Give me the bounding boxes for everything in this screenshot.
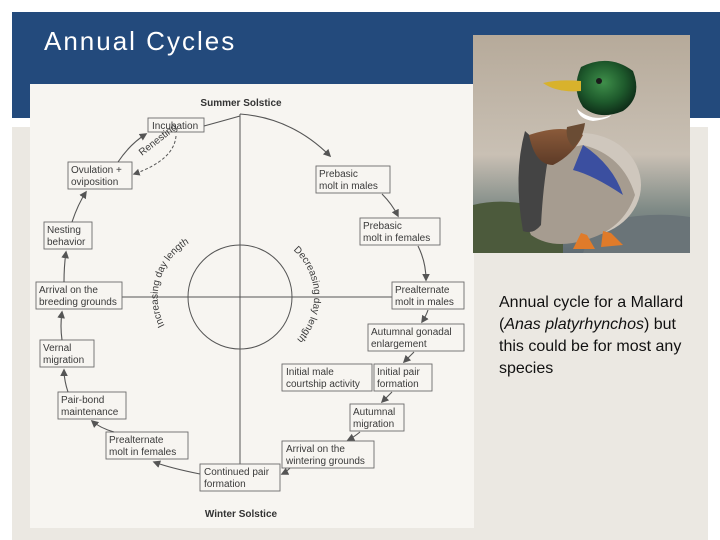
stage-continued-line2: formation	[204, 479, 246, 490]
stage-nesting-line2: behavior	[47, 237, 86, 248]
stage-prebasic-females-line2: molt in females	[363, 233, 430, 244]
arrow-to-continued-pair	[280, 467, 291, 475]
stage-prebasic-males-line1: Prebasic	[319, 169, 358, 180]
decreasing-day-length-label: Decreasing day length	[291, 244, 322, 345]
photo-caption: Annual cycle for a Mallard (Anas platyrh…	[499, 292, 689, 380]
arrow-to-prealternate-males	[417, 245, 430, 282]
annual-cycle-diagram: Summer Solstice Winter Solstice Increasi…	[30, 84, 474, 528]
stage-arrival-breeding-line1: Arrival on the	[39, 285, 98, 296]
stage-box-prealternate-males	[391, 281, 465, 310]
stage-box-ovulation	[67, 161, 133, 190]
increasing-day-length-label: Increasing day length	[150, 236, 191, 329]
stage-prealt-females-line2: molt in females	[109, 447, 176, 458]
stage-prealt-males-line2: molt in males	[395, 297, 454, 308]
stage-ovulation-line2: oviposition	[71, 177, 118, 188]
stage-prealt-males-line1: Prealternate	[395, 285, 450, 296]
stage-box-prebasic-females	[359, 217, 441, 246]
stage-pairbond-line2: maintenance	[61, 407, 119, 418]
stage-initial-pair-line1: Initial pair	[377, 367, 420, 378]
arrow-to-incubation	[117, 133, 148, 163]
arrow-to-ovulation	[71, 190, 87, 223]
arrow-summer-to-prebasic-males	[239, 113, 332, 158]
stage-initial-pair-line2: formation	[377, 379, 419, 390]
arrow-to-vernal-migration	[60, 368, 69, 393]
arrow-to-nesting	[61, 250, 69, 283]
arrow-to-gonadal	[421, 309, 429, 324]
arrow-to-prealternate-females	[152, 460, 201, 475]
stage-box-courtship	[281, 363, 373, 392]
caption-part1: Annual cycle for a Mallard (	[499, 294, 684, 333]
stage-pairbond-line1: Pair-bond	[61, 395, 104, 406]
stage-prebasic-males-line2: molt in males	[319, 181, 378, 192]
arrow-to-arrival-wintering	[346, 431, 361, 441]
stage-box-nesting	[43, 221, 93, 250]
stage-vernal-line1: Vernal	[43, 343, 71, 354]
arrow-to-autumnal-migration	[380, 391, 393, 404]
stage-box-gonadal	[367, 323, 465, 352]
stage-box-prebasic-males	[315, 165, 391, 194]
stage-arrival-wintering-line2: wintering grounds	[285, 456, 365, 467]
stage-box-initial-pair	[373, 363, 433, 392]
stage-continued-line1: Continued pair	[204, 467, 270, 478]
stage-box-arrival-breeding	[35, 281, 123, 310]
caption-species: Anas platyrhynchos	[504, 316, 644, 333]
arrow-to-pair-bond	[90, 419, 115, 433]
stage-arrival-breeding-line2: breeding grounds	[39, 297, 117, 308]
stage-courtship-line2: courtship activity	[286, 379, 360, 390]
stage-nesting-line1: Nesting	[47, 225, 81, 236]
stage-incubation: Incubation	[152, 121, 198, 132]
stage-box-continued-pair	[199, 463, 281, 492]
caption-part2: ) but this could be for most any species	[499, 316, 682, 377]
stage-prebasic-females-line1: Prebasic	[363, 221, 402, 232]
stage-vernal-line2: migration	[43, 355, 84, 366]
stage-arrival-wintering-line1: Arrival on the	[286, 444, 345, 455]
stage-courtship-line1: Initial male	[286, 367, 334, 378]
slide-title: Annual Cycles	[44, 26, 237, 56]
stage-autumnal-mig-line2: migration	[353, 419, 394, 430]
stage-box-prealternate-females	[105, 431, 189, 460]
stage-box-vernal-migration	[39, 339, 95, 368]
arrow-to-prebasic-females	[381, 193, 399, 218]
stage-box-incubation	[147, 117, 205, 133]
mallard-image	[473, 35, 690, 253]
stage-gonadal-line2: enlargement	[371, 339, 427, 350]
stage-autumnal-mig-line1: Autumnal	[353, 407, 395, 418]
stage-gonadal-line1: Autumnal gonadal	[371, 327, 452, 338]
cycle-diagram-svg: Summer Solstice Winter Solstice Increasi…	[35, 98, 465, 520]
center-circle	[187, 244, 293, 350]
mallard-photo	[473, 35, 690, 253]
stage-box-autumnal-migration	[349, 403, 405, 432]
stage-prealt-females-line1: Prealternate	[109, 435, 164, 446]
arrow-to-initial-pair	[402, 351, 415, 364]
winter-solstice-label: Winter Solstice	[205, 509, 278, 520]
stage-box-pair-bond	[57, 391, 127, 420]
stage-box-arrival-wintering	[281, 440, 375, 469]
summer-solstice-label: Summer Solstice	[200, 98, 282, 109]
stage-ovulation-line1: Ovulation +	[71, 165, 122, 176]
arrow-to-arrival-breeding	[57, 310, 65, 341]
arrow-incubation-to-summer	[203, 115, 241, 127]
